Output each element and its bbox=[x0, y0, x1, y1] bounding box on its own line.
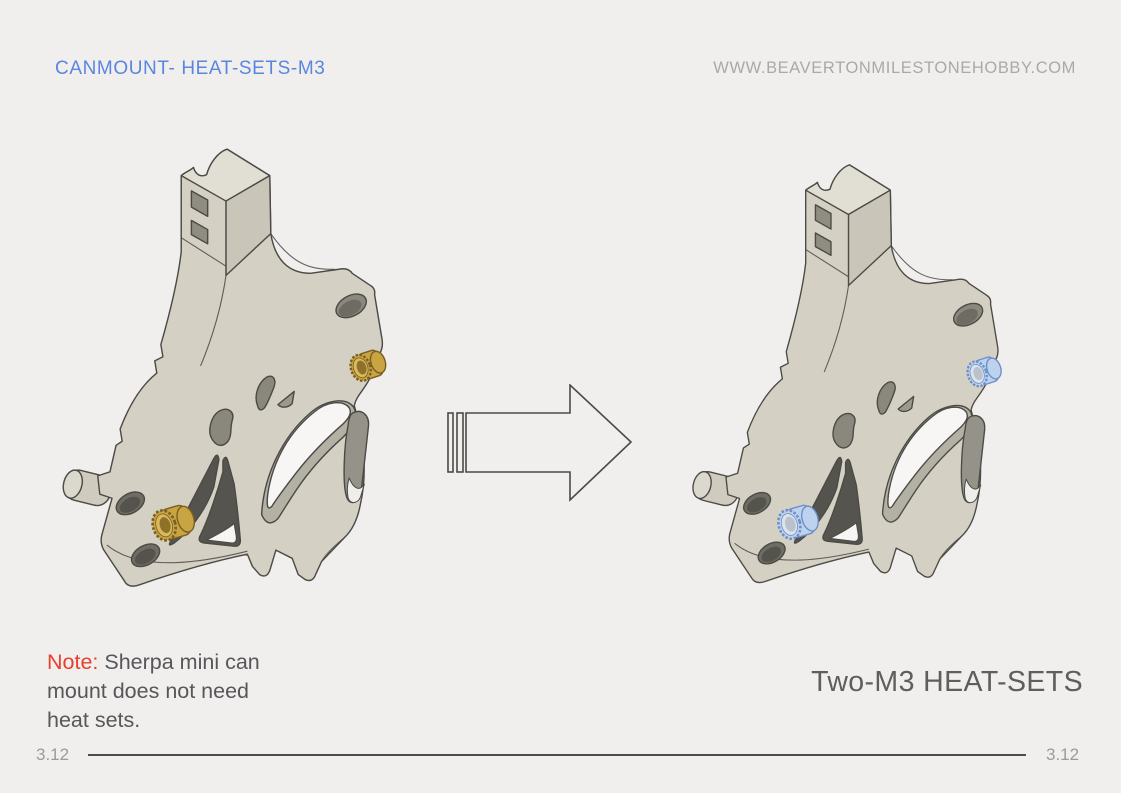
footer-divider bbox=[88, 754, 1026, 756]
note-label: Note: bbox=[47, 650, 99, 674]
page-title: CANMOUNT- HEAT-SETS-M3 bbox=[55, 58, 326, 79]
note-line: mount does not need bbox=[47, 679, 250, 703]
note: Note: Sherpa mini can mount does not nee… bbox=[47, 648, 317, 735]
can-mount-before-render bbox=[58, 147, 391, 588]
figure-caption: Two-M3 HEAT-SETS bbox=[811, 666, 1083, 698]
note-line: Note: Sherpa mini can bbox=[47, 648, 317, 677]
website-url: WWW.BEAVERTONMILESTONEHOBBY.COM bbox=[713, 59, 1076, 77]
can-mount-after-render bbox=[688, 163, 1006, 584]
note-text: Sherpa mini can bbox=[104, 650, 260, 674]
note-line: heat sets. bbox=[47, 708, 141, 732]
page-number-right: 3.12 bbox=[1046, 745, 1080, 764]
transform-arrow-icon bbox=[447, 384, 633, 502]
page-number-left: 3.12 bbox=[36, 745, 70, 764]
